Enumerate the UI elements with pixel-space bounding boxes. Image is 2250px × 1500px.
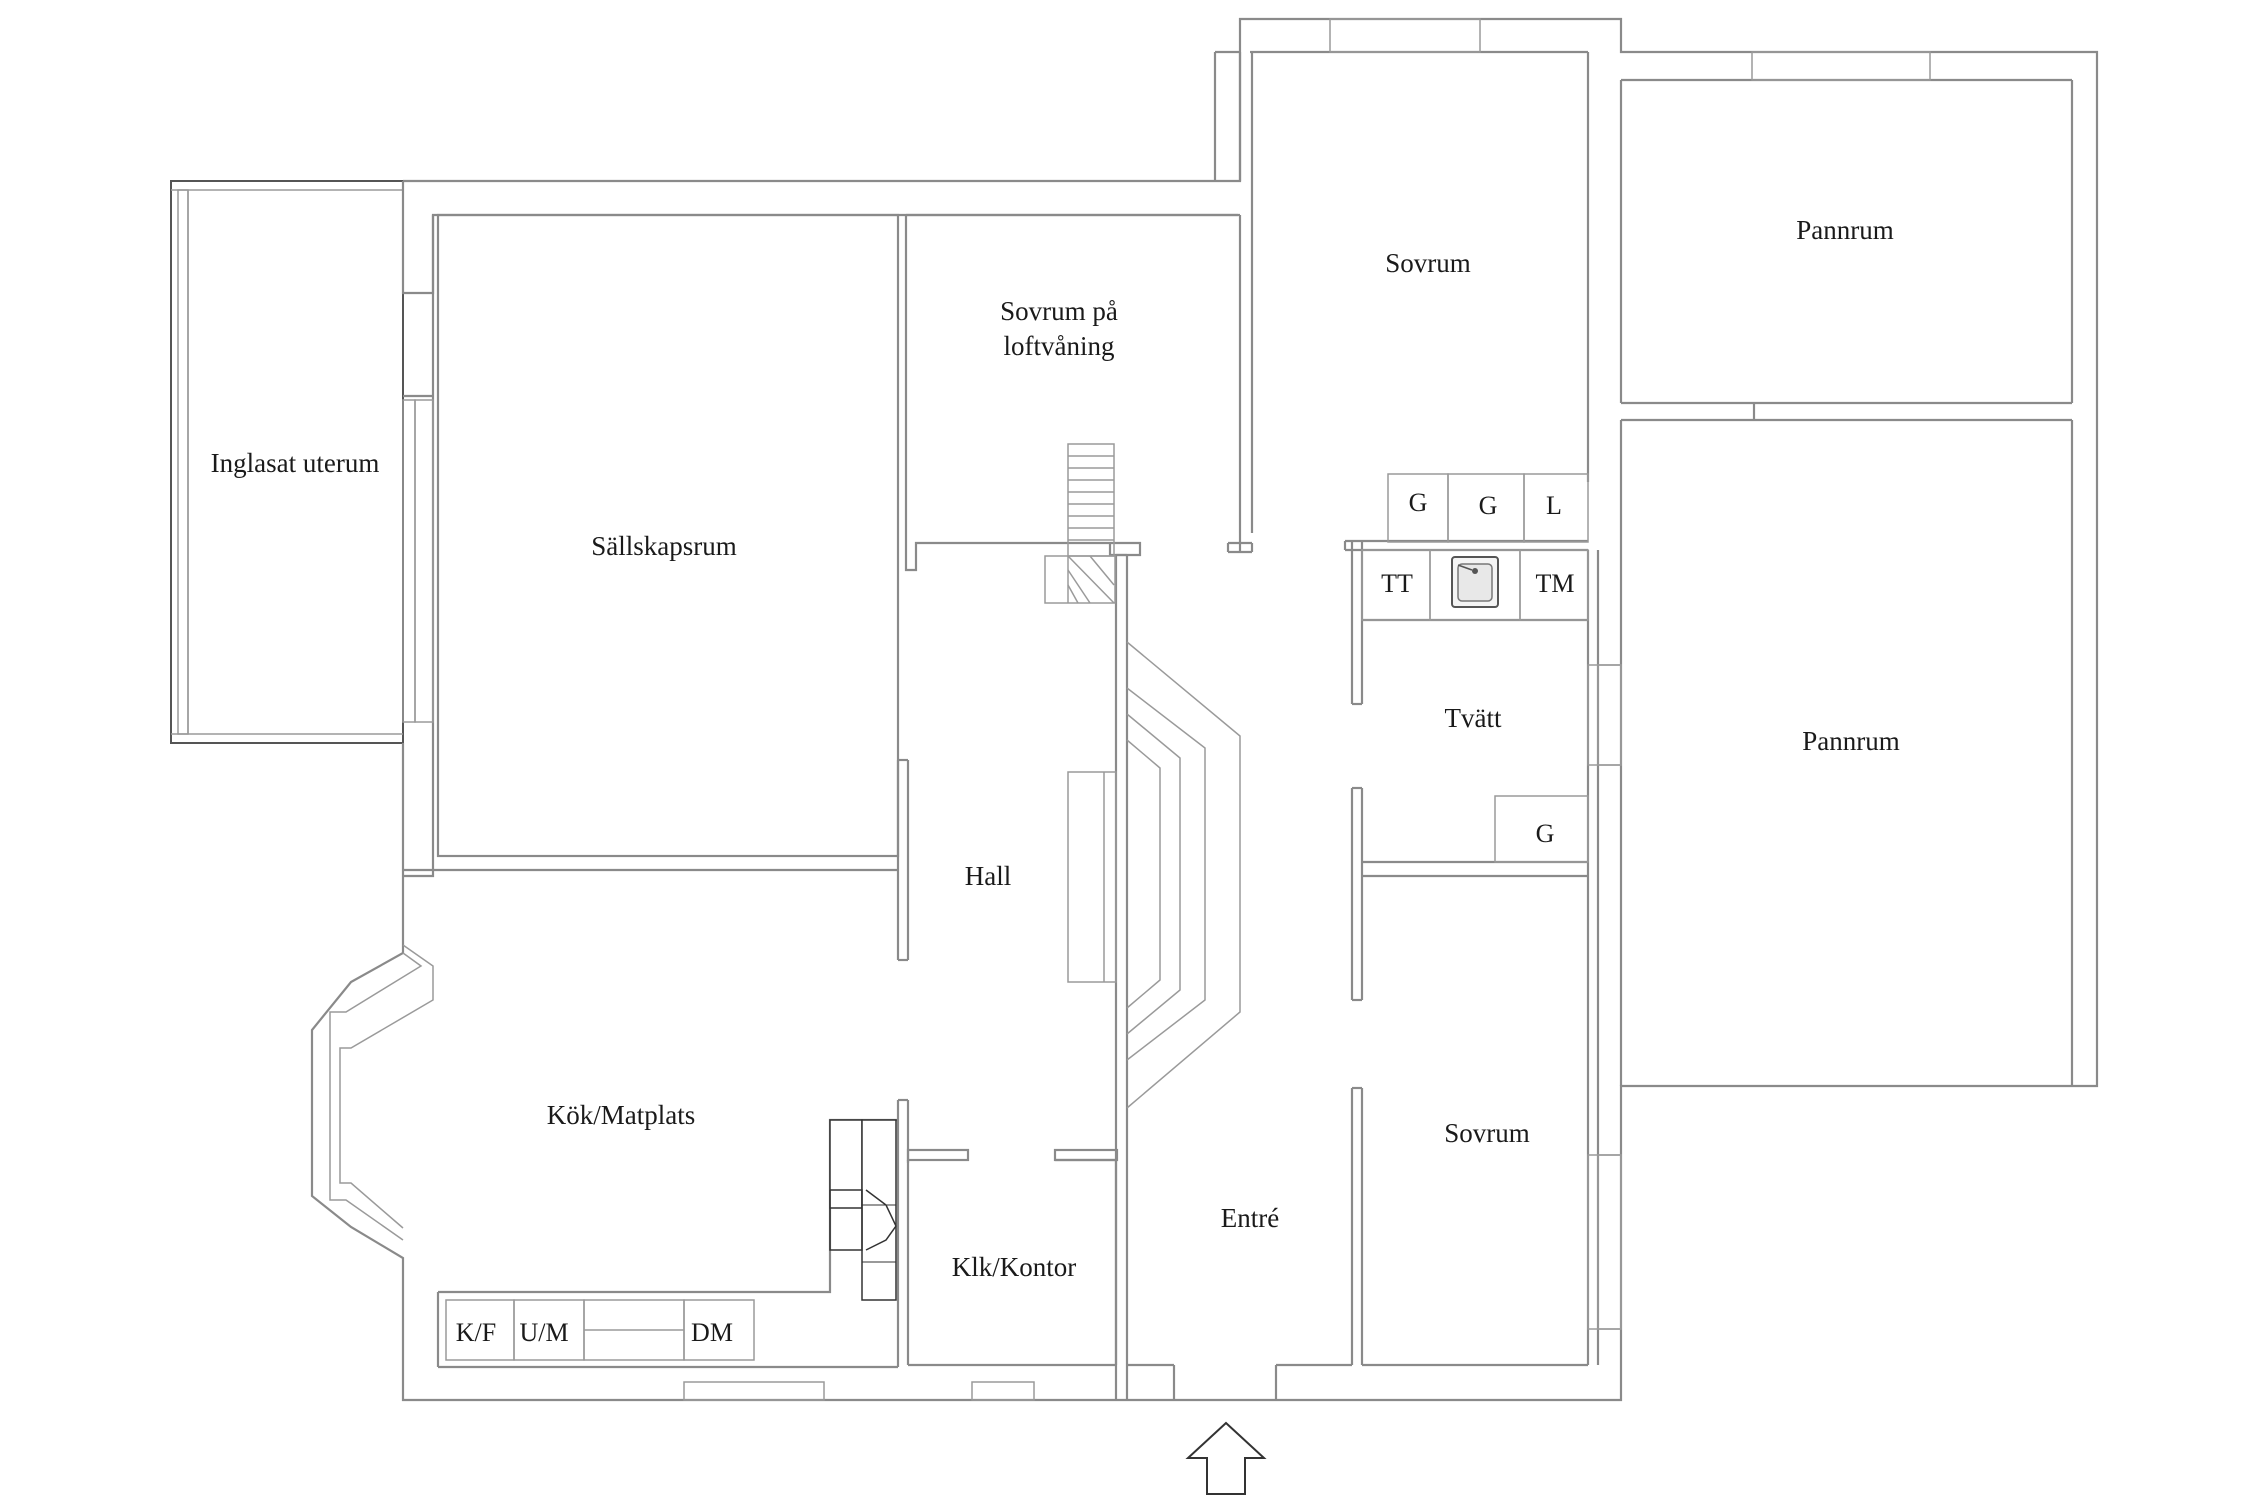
room-tvatt: Tvätt xyxy=(1445,703,1502,733)
room-kok-matplats: Kök/Matplats xyxy=(547,1100,696,1130)
bay-window xyxy=(329,944,434,1241)
kitchen-counter xyxy=(445,1119,897,1361)
appliance-um: U/M xyxy=(519,1318,568,1347)
room-sovrum-loft-line2: loftvåning xyxy=(1004,331,1115,361)
appliance-dm: DM xyxy=(691,1318,733,1347)
arrow-up-icon xyxy=(1185,1421,1267,1495)
sink-icon xyxy=(1451,556,1499,608)
appliance-g-1: G xyxy=(1409,488,1428,517)
appliance-kf: K/F xyxy=(456,1318,496,1347)
room-pannrum-right: Pannrum xyxy=(1802,726,1900,756)
room-labels: Inglasat uterum Sällskapsrum Sovrum på l… xyxy=(211,215,1900,1282)
room-sovrum-bottom: Sovrum xyxy=(1444,1118,1530,1148)
appliance-tm: TM xyxy=(1536,569,1575,598)
outer-walls xyxy=(170,17,2099,1402)
appliance-g-tvatt: G xyxy=(1536,819,1555,848)
interior-walls xyxy=(403,52,1622,1400)
room-pannrum-top: Pannrum xyxy=(1796,215,1894,245)
room-entre: Entré xyxy=(1221,1203,1279,1233)
laundry-appliances xyxy=(1361,473,1589,863)
stairs-icon xyxy=(1044,443,1241,1109)
room-sovrum-loft-line1: Sovrum på xyxy=(1000,296,1118,326)
appliance-labels: G G L TT TM G K/F U/M DM xyxy=(456,488,1575,1347)
room-sovrum-top: Sovrum xyxy=(1385,248,1471,278)
appliance-tt: TT xyxy=(1381,569,1413,598)
room-sallskapsrum: Sällskapsrum xyxy=(591,531,737,561)
room-inglasat-uterum: Inglasat uterum xyxy=(211,448,380,478)
appliance-g-2: G xyxy=(1479,491,1498,520)
room-hall: Hall xyxy=(965,861,1012,891)
windows xyxy=(683,1381,1035,1401)
room-klk-kontor: Klk/Kontor xyxy=(952,1252,1077,1282)
appliance-l: L xyxy=(1546,491,1562,520)
fireplace-icon xyxy=(829,1119,897,1301)
